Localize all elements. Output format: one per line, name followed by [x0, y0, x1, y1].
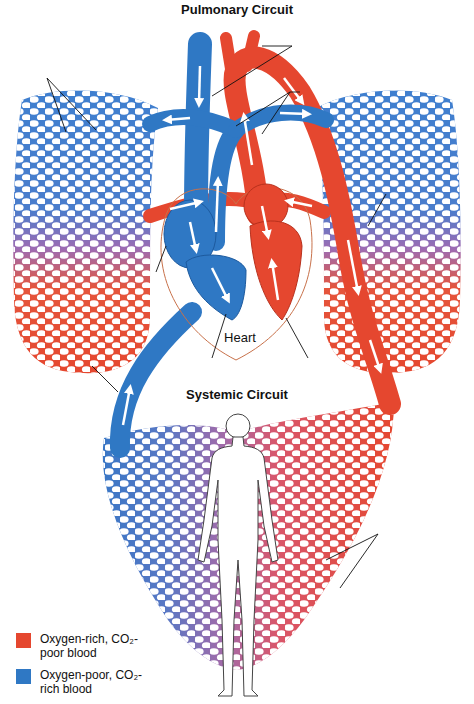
legend-text: Oxygen-rich, CO₂-poor blood — [40, 632, 152, 660]
circuit-label: Systemic Circuit — [184, 388, 290, 403]
human-figure — [198, 414, 278, 696]
legend-swatch — [16, 633, 31, 648]
legend-entry: Oxygen-rich, CO₂-poor blood — [16, 632, 152, 660]
legend-entry: Oxygen-poor, CO₂-rich blood — [16, 668, 152, 696]
label-box: Heart — [222, 331, 258, 346]
title-box: Pulmonary Circuit — [181, 3, 293, 18]
heart-outline — [161, 188, 312, 360]
vessels — [120, 36, 390, 448]
heart-chambers — [164, 184, 302, 320]
legend-text: Oxygen-poor, CO₂-rich blood — [40, 668, 152, 696]
diagram-title: Pulmonary Circuit — [181, 3, 293, 18]
flow-arrows — [123, 66, 380, 425]
legend-swatch — [16, 669, 31, 684]
leader-lines — [47, 46, 386, 588]
heart-label: Heart — [222, 331, 258, 346]
label-box: Systemic Circuit — [184, 388, 290, 403]
